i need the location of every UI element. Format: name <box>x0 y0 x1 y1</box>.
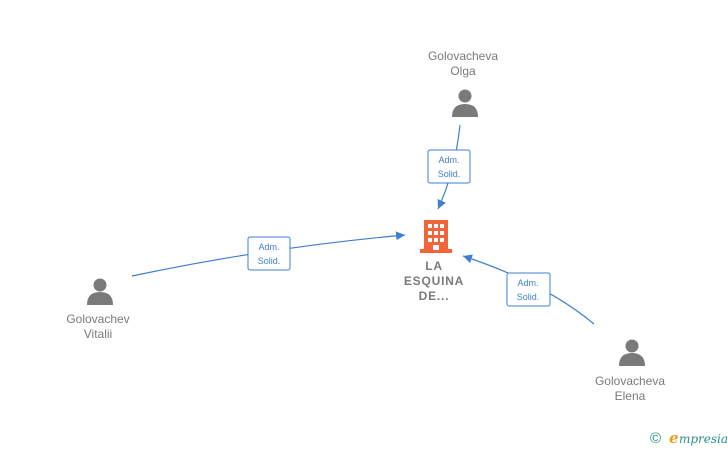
person-name-line: Golovachev <box>66 312 129 326</box>
person-name-line: Vitalii <box>84 327 112 341</box>
relation-label-line: Solid. <box>258 256 281 266</box>
person-node-elena[interactable]: Golovacheva Elena <box>595 339 665 404</box>
person-node-vitalii[interactable]: Golovachev Vitalii <box>66 278 130 342</box>
brand-logo-initial: e <box>669 429 679 447</box>
person-name-line: Golovacheva <box>428 49 498 63</box>
person-name-line: Golovacheva <box>595 374 665 388</box>
relation-label-line: Adm. <box>258 242 279 252</box>
relation-label-line: Solid. <box>517 292 540 302</box>
relation-label-line: Adm. <box>517 278 538 288</box>
relation-label-elena[interactable]: Adm. Solid. <box>506 272 551 307</box>
copyright-symbol: © <box>650 430 661 447</box>
person-node-olga[interactable]: Golovacheva Olga <box>428 49 498 117</box>
company-node[interactable]: LA ESQUINA DE... <box>404 220 464 303</box>
person-name-line: Elena <box>615 389 646 403</box>
relation-label-line: Solid. <box>438 169 461 179</box>
company-name-line: LA <box>425 259 443 273</box>
person-icon <box>619 339 645 366</box>
relation-label-vitalii[interactable]: Adm. Solid. <box>247 236 291 271</box>
person-icon <box>452 89 478 117</box>
company-name-line: ESQUINA <box>404 274 464 288</box>
relation-label-line: Adm. <box>438 155 459 165</box>
person-icon <box>87 278 113 305</box>
brand-logo-text: mpresia <box>679 432 728 446</box>
relation-label-olga[interactable]: Adm. Solid. <box>427 149 471 184</box>
company-name-line: DE... <box>419 289 450 303</box>
building-icon <box>420 220 452 253</box>
brand-watermark: © e mpresia <box>650 429 728 447</box>
person-name-line: Olga <box>450 64 476 78</box>
